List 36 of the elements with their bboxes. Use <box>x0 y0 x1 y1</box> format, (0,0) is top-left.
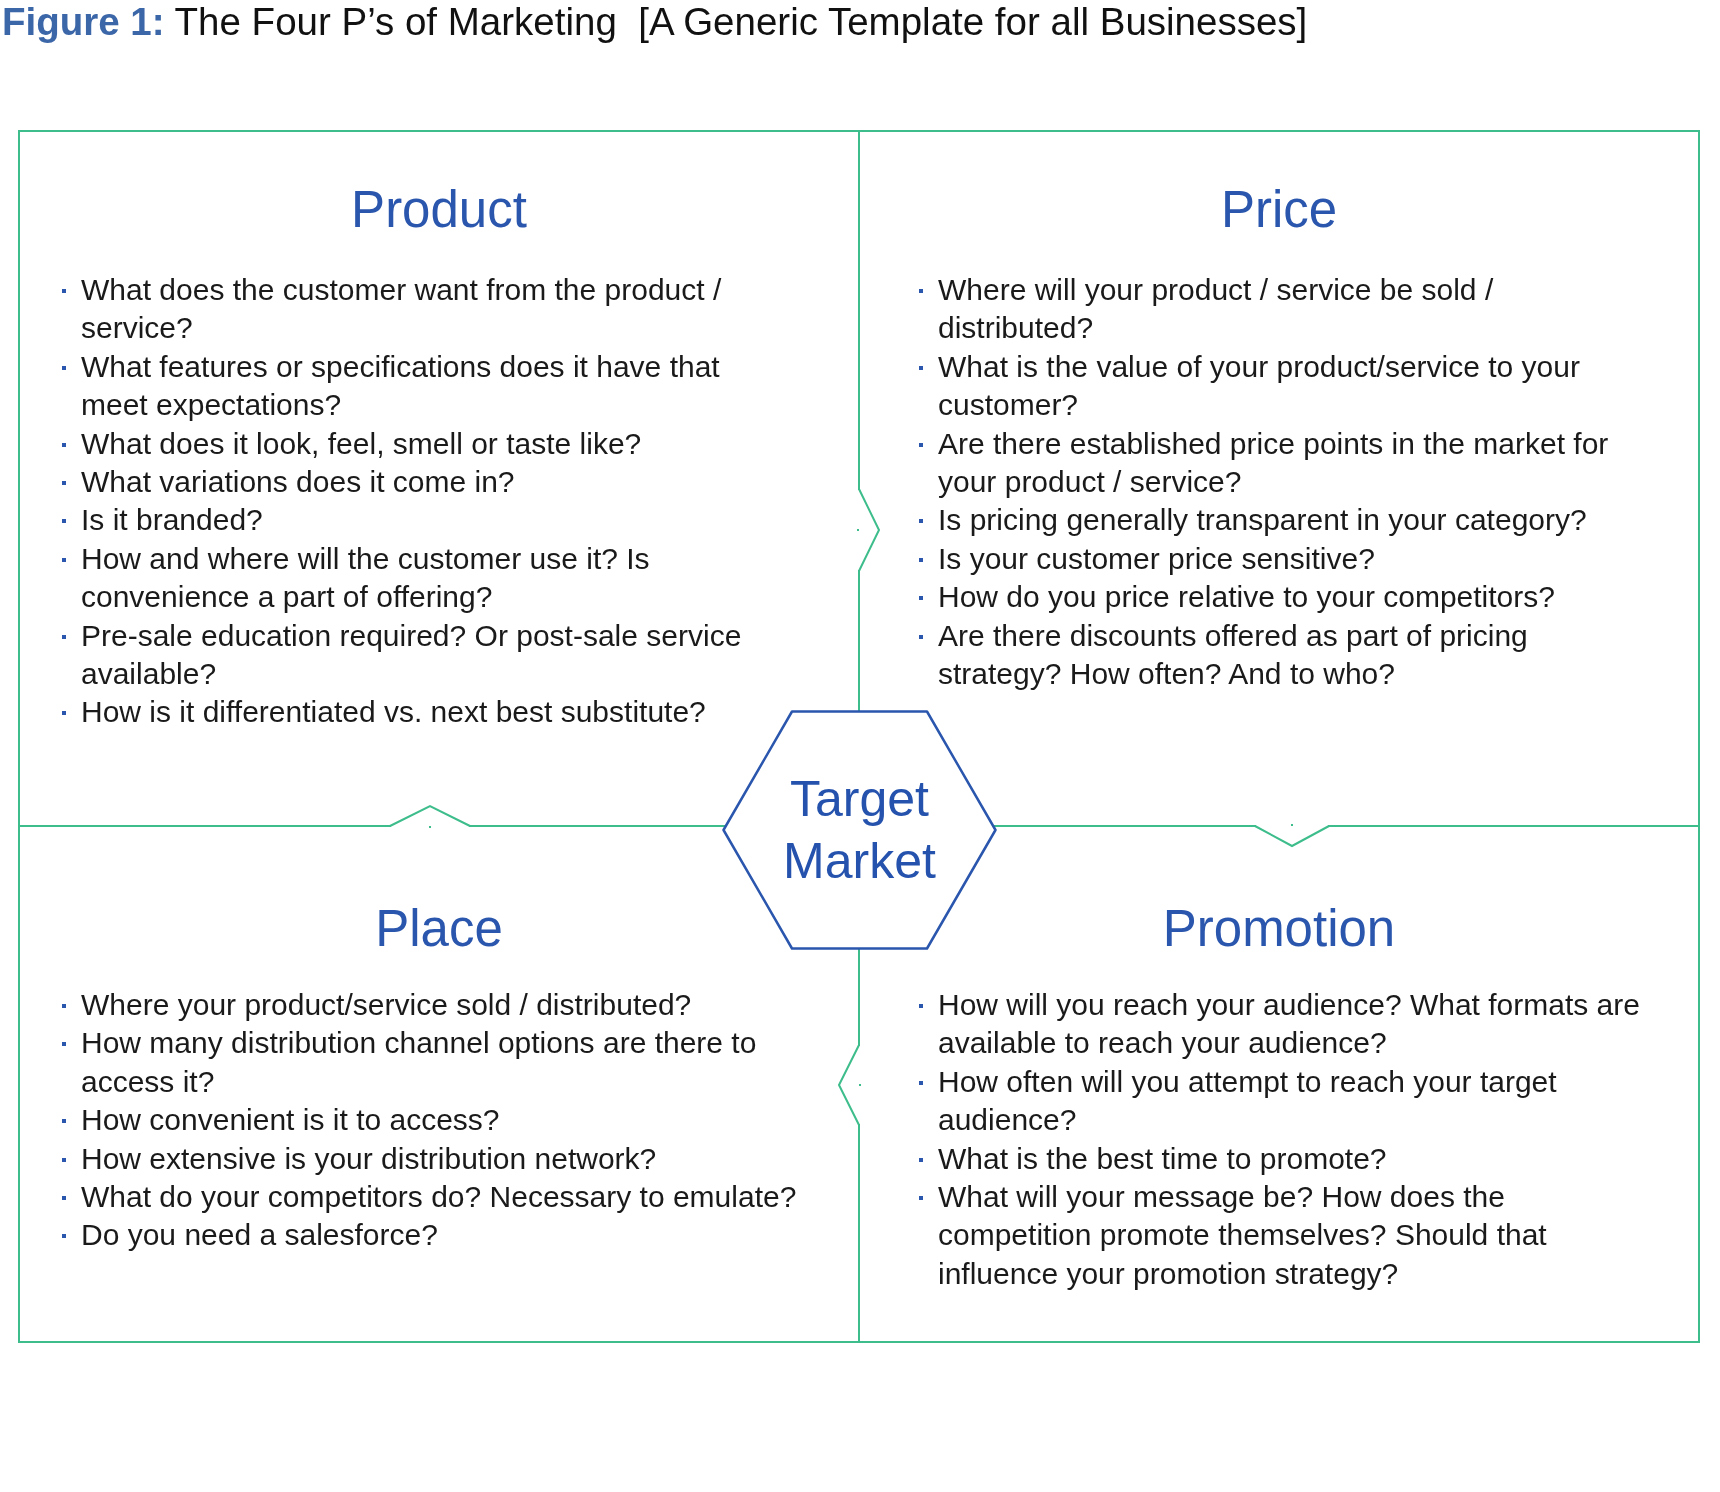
list-item: How do you price relative to your competitors? <box>919 578 1555 617</box>
list-item: What is the value of your product/service to your customer? <box>919 347 1641 425</box>
list-item: What do your competitors do? Necessary to emulate? <box>62 1178 797 1217</box>
list-item: What is the best time to promote? <box>919 1139 1387 1179</box>
list-item: How convenient is it to access? <box>62 1101 500 1140</box>
list-item: Where will your product / service be sold / distributed? <box>919 271 1641 348</box>
quadrant-heading: Product <box>351 181 527 239</box>
list-item: How will you reach your audience? What formats are available to reach your audience? <box>919 986 1659 1063</box>
list-item: How extensive is your distribution network? <box>62 1139 657 1179</box>
node-label: Target Market <box>783 770 936 891</box>
quadrant-heading: Place <box>375 900 503 958</box>
quadrant-heading: Promotion <box>1162 900 1396 958</box>
list-item: Is your customer price sensitive? <box>919 539 1375 579</box>
list-item: How is it differentiated vs. next best substitute? <box>62 693 706 732</box>
figure-title: Figure 1: The Four P’s of Marketing [A Generic Template for all Businesses] <box>2 0 1308 44</box>
list-item: How many distribution channel options are there to access it? <box>62 1024 802 1102</box>
list-item: Where your product/service sold / distributed? <box>62 986 692 1025</box>
list-item: Is it branded? <box>62 501 263 540</box>
chevron-arrow <box>838 1044 862 1126</box>
chevron-arrow <box>1254 823 1330 847</box>
list-item: What will your message be? How does the competition promote themselves? Should that influence your promotion strategy? <box>919 1178 1659 1294</box>
list-item: What variations does it come in? <box>62 463 515 502</box>
list-item: How and where will the customer use it? Is convenience a part of offering? <box>62 539 784 617</box>
hexagon-shape <box>722 710 997 950</box>
chevron-arrow <box>389 805 471 829</box>
list-item: Are there established price points in the market for your product / service? <box>919 424 1641 502</box>
list-item: What does it look, feel, smell or taste like? <box>62 424 642 464</box>
list-item: Are there discounts offered as part of pricing strategy? How often? And to who? <box>919 616 1641 694</box>
chevron-arrow <box>856 488 880 572</box>
list-item: What features or specifications does it have that meet expectations? <box>62 347 784 425</box>
list-item: Do you need a salesforce? <box>62 1216 438 1255</box>
quadrant-heading: Price <box>1220 181 1338 239</box>
list-item: How often will you attempt to reach your target audience? <box>919 1062 1659 1140</box>
list-item: Pre-sale education required? Or post-sale service available? <box>62 616 784 694</box>
list-item: What does the customer want from the product / service? <box>62 271 784 348</box>
list-item: Is pricing generally transparent in your category? <box>919 501 1587 540</box>
